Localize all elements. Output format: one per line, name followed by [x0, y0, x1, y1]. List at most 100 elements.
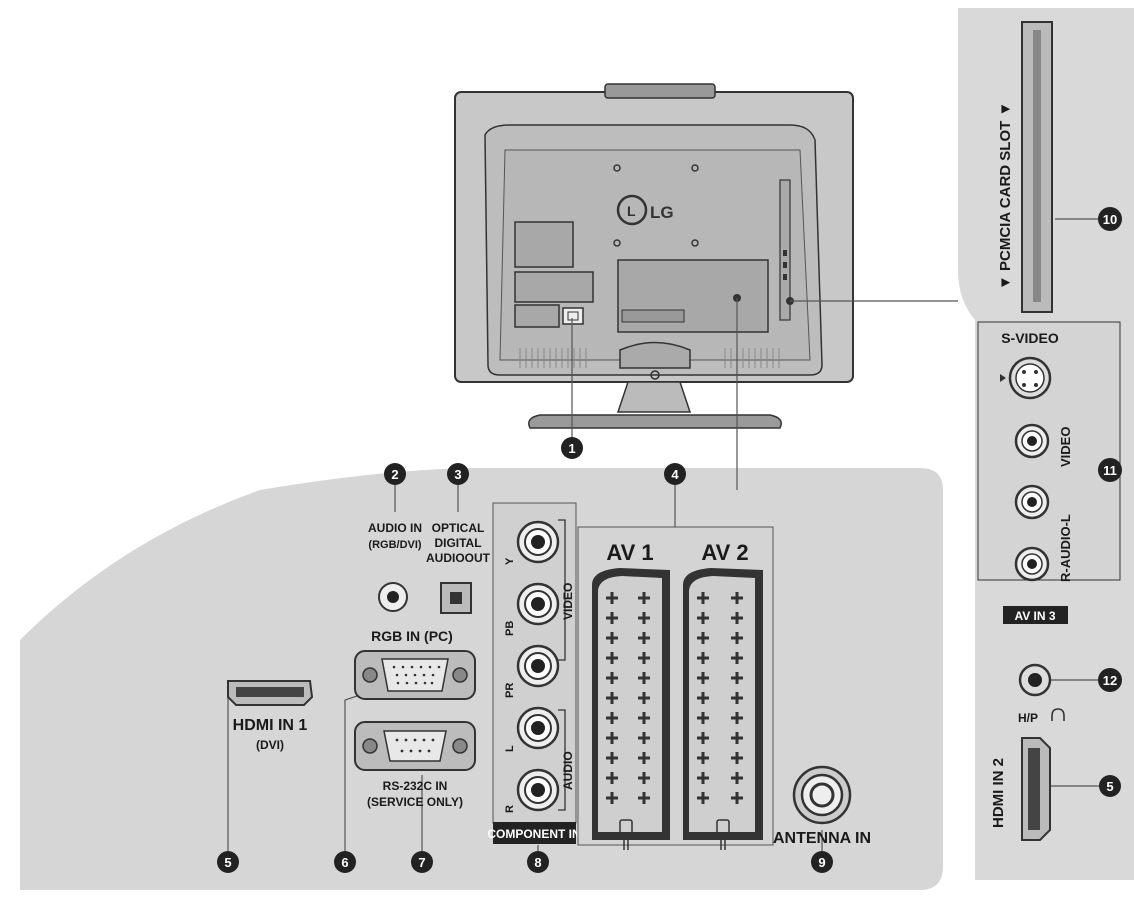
vesa-hole — [691, 239, 699, 247]
svg-text:LG: LG — [650, 203, 674, 222]
tv-module — [514, 304, 560, 328]
hdmi1-sub-label: (DVI) — [256, 738, 284, 752]
audio-bracket — [558, 709, 566, 811]
side-video-jack[interactable] — [1014, 423, 1050, 459]
comp-y-label: Y — [504, 557, 516, 565]
svg-text:1: 1 — [568, 441, 575, 456]
leader-lines — [227, 218, 1105, 853]
optical-label-2: DIGITAL — [434, 536, 481, 550]
rs232-label: RS-232C IN — [383, 779, 448, 793]
svg-text:9: 9 — [818, 855, 825, 870]
rs232c-port[interactable] — [354, 721, 476, 771]
scart-pin — [642, 712, 646, 724]
headphone-jack[interactable] — [1018, 663, 1052, 697]
side-audio-label: R-AUDIO-L — [1058, 514, 1073, 582]
callout-9: 9 — [811, 851, 833, 873]
rgb-in-label: RGB IN (PC) — [371, 628, 453, 644]
antenna-in-label: ANTENNA IN — [773, 830, 871, 847]
scart-pin — [642, 632, 646, 644]
callout-8: 8 — [527, 851, 549, 873]
tv-stand-neck — [619, 341, 691, 369]
rgb-d-sub-port[interactable] — [354, 650, 476, 700]
scart-pin — [735, 732, 739, 744]
svg-text:3: 3 — [454, 467, 461, 482]
callout-12: 12 — [1098, 668, 1122, 692]
side-av-block — [977, 321, 1121, 581]
svg-text:10: 10 — [1103, 212, 1117, 227]
svg-text:6: 6 — [341, 855, 348, 870]
callout-1: 1 — [561, 437, 583, 459]
tv-top-vent — [604, 83, 716, 99]
svg-text:12: 12 — [1103, 673, 1117, 688]
tv-stand-foot — [528, 414, 782, 429]
svg-text:4: 4 — [671, 467, 679, 482]
side-audio-l-jack[interactable] — [1014, 484, 1050, 520]
scart-pin — [642, 592, 646, 604]
optical-label-1: OPTICAL — [432, 521, 485, 535]
scart-pin — [735, 712, 739, 724]
scart-pin — [642, 672, 646, 684]
hdmi2-port[interactable] — [1021, 737, 1051, 841]
scart-pin — [642, 732, 646, 744]
tv-stand-base — [616, 381, 692, 413]
component-pr-jack[interactable] — [516, 644, 560, 688]
side-video-label: VIDEO — [1058, 427, 1073, 467]
pcmcia-slot[interactable] — [1021, 21, 1053, 313]
scart-pin — [610, 772, 614, 784]
callout-5-side: 5 — [1099, 775, 1121, 797]
callout-11: 11 — [1098, 458, 1122, 482]
scart-pin — [610, 592, 614, 604]
audio-r-jack[interactable] — [516, 768, 560, 812]
scart-pin — [610, 752, 614, 764]
av-in3-label: AV IN 3 — [1014, 609, 1055, 623]
audio-l-jack[interactable] — [516, 706, 560, 750]
comp-pr-label: PR — [504, 683, 516, 698]
power-socket — [562, 307, 584, 325]
scart-pin — [701, 632, 705, 644]
scart-pin — [735, 592, 739, 604]
scart-pin — [735, 692, 739, 704]
scart-pin — [735, 772, 739, 784]
vesa-hole — [613, 164, 621, 172]
component-pb-jack[interactable] — [516, 582, 560, 626]
side-audio-r-jack[interactable] — [1014, 546, 1050, 582]
vent-lines — [519, 348, 780, 368]
scart-pin — [735, 792, 739, 804]
scart-ground-icons — [619, 819, 730, 850]
component-label-bar — [493, 822, 576, 844]
antenna-in-port[interactable] — [792, 765, 852, 825]
pcmcia-label: ▼ PCMCIA CARD SLOT ▼ — [997, 102, 1014, 290]
scart-pin — [701, 712, 705, 724]
scart-pin — [642, 652, 646, 664]
scart-pin — [642, 792, 646, 804]
vesa-hole — [691, 164, 699, 172]
hdmi1-port[interactable] — [227, 680, 314, 706]
scart-pin — [610, 712, 614, 724]
svg-text:8: 8 — [534, 855, 541, 870]
audio-in-jack[interactable] — [378, 582, 408, 612]
scart-av2[interactable] — [683, 568, 763, 840]
scart-av1[interactable] — [592, 568, 670, 840]
scart-pin — [701, 592, 705, 604]
component-y-jack[interactable] — [516, 520, 560, 564]
scart-pin — [735, 612, 739, 624]
s-video-label: S-VIDEO — [1001, 330, 1059, 346]
video-bracket — [558, 519, 566, 661]
svg-text:11: 11 — [1103, 463, 1117, 478]
callout-3: 3 — [447, 463, 469, 485]
scart-pin — [735, 652, 739, 664]
av2-label: AV 2 — [701, 540, 748, 565]
scart-pin — [701, 652, 705, 664]
callout-5-rear: 5 — [217, 851, 239, 873]
optical-out-jack[interactable] — [440, 582, 472, 614]
scart-pin — [701, 692, 705, 704]
scart-pin — [610, 652, 614, 664]
lg-logo: L LG — [616, 194, 674, 226]
callout-10: 10 — [1098, 207, 1122, 231]
scart-pin — [735, 752, 739, 764]
scart-pin — [701, 672, 705, 684]
s-video-jack[interactable] — [1008, 356, 1052, 400]
scart-pins — [606, 592, 743, 804]
scart-pin — [610, 672, 614, 684]
